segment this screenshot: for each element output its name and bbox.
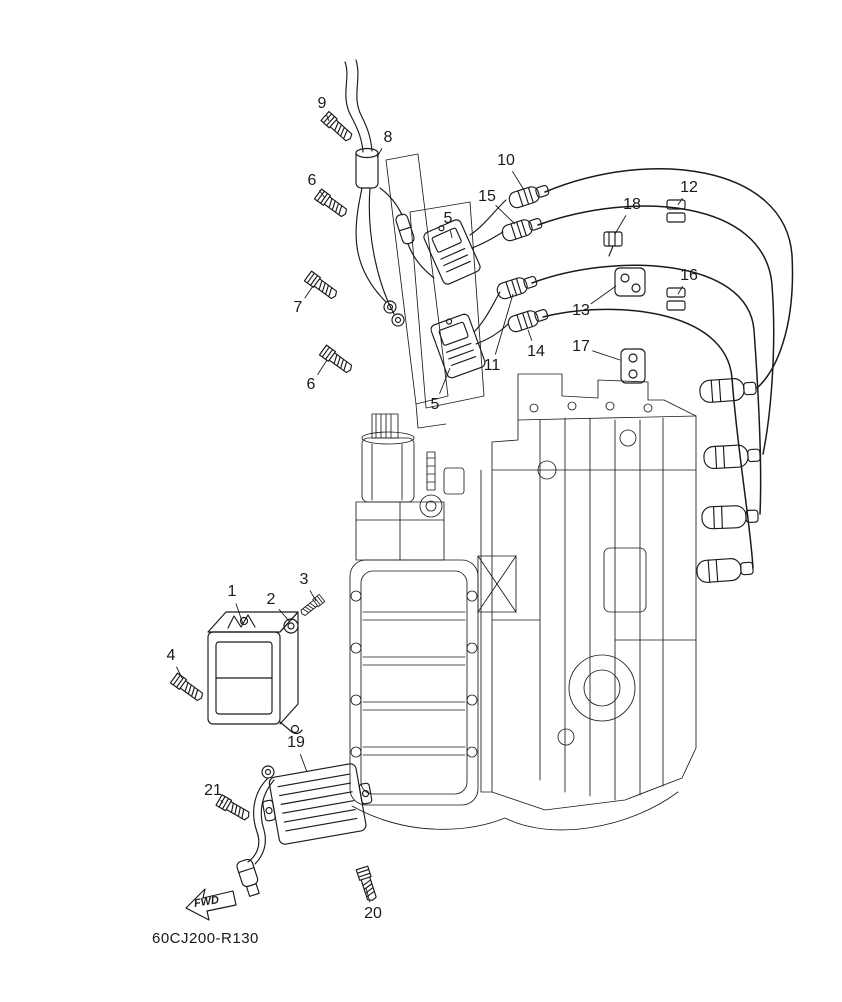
leader-line-1: [235, 603, 244, 625]
spark-plug-cap-11: [494, 272, 540, 302]
bolt-7: [303, 270, 340, 302]
clamp-18: [603, 231, 623, 257]
leader-line-6: [317, 359, 328, 376]
callout-7: 7: [293, 299, 303, 316]
coil-leads: [469, 199, 509, 345]
ignition-coil-lower: [428, 311, 487, 380]
leader-line-8: [376, 148, 383, 158]
spark-plug-cap-15: [499, 214, 545, 244]
callout-6: 6: [307, 172, 317, 189]
spark-plug-wires: [531, 168, 794, 569]
leader-lines: [175, 114, 684, 903]
engine-block: [351, 373, 697, 831]
spark-plug-wire-3: [531, 264, 762, 515]
callout-1: 1: [227, 583, 237, 600]
callout-21: 21: [204, 782, 222, 799]
callout-10: 10: [497, 152, 515, 169]
spark-plug-wire-4: [542, 308, 754, 569]
cable-boot: [344, 59, 379, 189]
rectifier-harness: [236, 765, 275, 897]
bracket-13: [614, 267, 646, 297]
leader-line-21: [220, 799, 224, 804]
leader-line-5: [450, 230, 453, 239]
callout-14: 14: [527, 343, 545, 360]
leader-line-3: [309, 590, 317, 602]
callout-4: 4: [166, 647, 176, 664]
bracket-17: [620, 348, 646, 384]
leader-line-15: [495, 205, 516, 225]
leader-line-12: [677, 197, 683, 206]
leader-line-5: [439, 367, 451, 395]
callout-5: 5: [430, 396, 440, 413]
bolt-6-lower: [318, 344, 355, 376]
spark-plug-cap-14: [505, 305, 551, 335]
leader-line-10: [511, 170, 525, 191]
coil-bracket: [385, 153, 485, 429]
bolt-9: [320, 110, 355, 144]
rectifier-regulator: [262, 763, 373, 845]
leader-line-11: [494, 293, 514, 355]
callout-6: 6: [306, 376, 316, 393]
screw-3: [298, 594, 326, 618]
leader-line-13: [590, 285, 617, 305]
callout-11: 11: [483, 357, 501, 374]
callout-2: 2: [266, 591, 276, 608]
callout-9: 9: [317, 95, 327, 112]
callout-17: 17: [572, 338, 590, 355]
diagram-code: 60CJ200-R130: [152, 930, 259, 947]
spark-plug-wire-2: [537, 205, 775, 455]
leader-line-6: [318, 190, 326, 199]
callout-16: 16: [680, 267, 698, 284]
clamp-16: [666, 287, 686, 311]
spark-plug-wire-1: [544, 168, 794, 389]
leader-line-7: [304, 285, 314, 299]
spark-plug-cap-10: [506, 181, 552, 211]
fwd-arrow: FWD: [185, 888, 237, 921]
leader-line-4: [175, 666, 183, 679]
leader-line-20: [365, 887, 371, 903]
grommet-2: [283, 618, 299, 634]
fwd-arrow-label: FWD: [193, 894, 220, 910]
ground-leads: [355, 187, 435, 327]
callout-15: 15: [478, 188, 496, 205]
cylinder-head-cover: [349, 559, 479, 806]
bolt-6-upper: [313, 188, 350, 220]
leader-line-2: [278, 608, 290, 622]
callout-20: 20: [364, 905, 382, 922]
leader-line-14: [527, 329, 533, 341]
cdi-unit: [207, 611, 303, 735]
leader-line-17: [592, 350, 621, 361]
leader-line-18: [614, 215, 627, 235]
clamp-12: [666, 199, 686, 223]
leader-line-19: [299, 754, 308, 773]
bolt-4: [169, 672, 206, 704]
callout-13: 13: [572, 302, 590, 319]
right-plug-caps: [695, 376, 762, 584]
leader-line-16: [677, 286, 684, 295]
top-assembly: [355, 413, 465, 561]
callout-19: 19: [287, 734, 305, 751]
callout-18: 18: [623, 196, 641, 213]
callout-12: 12: [680, 179, 698, 196]
bolt-20: [355, 865, 379, 903]
callout-5: 5: [443, 210, 453, 227]
callout-8: 8: [383, 129, 393, 146]
leader-line-9: [326, 114, 330, 122]
callout-3: 3: [299, 571, 309, 588]
